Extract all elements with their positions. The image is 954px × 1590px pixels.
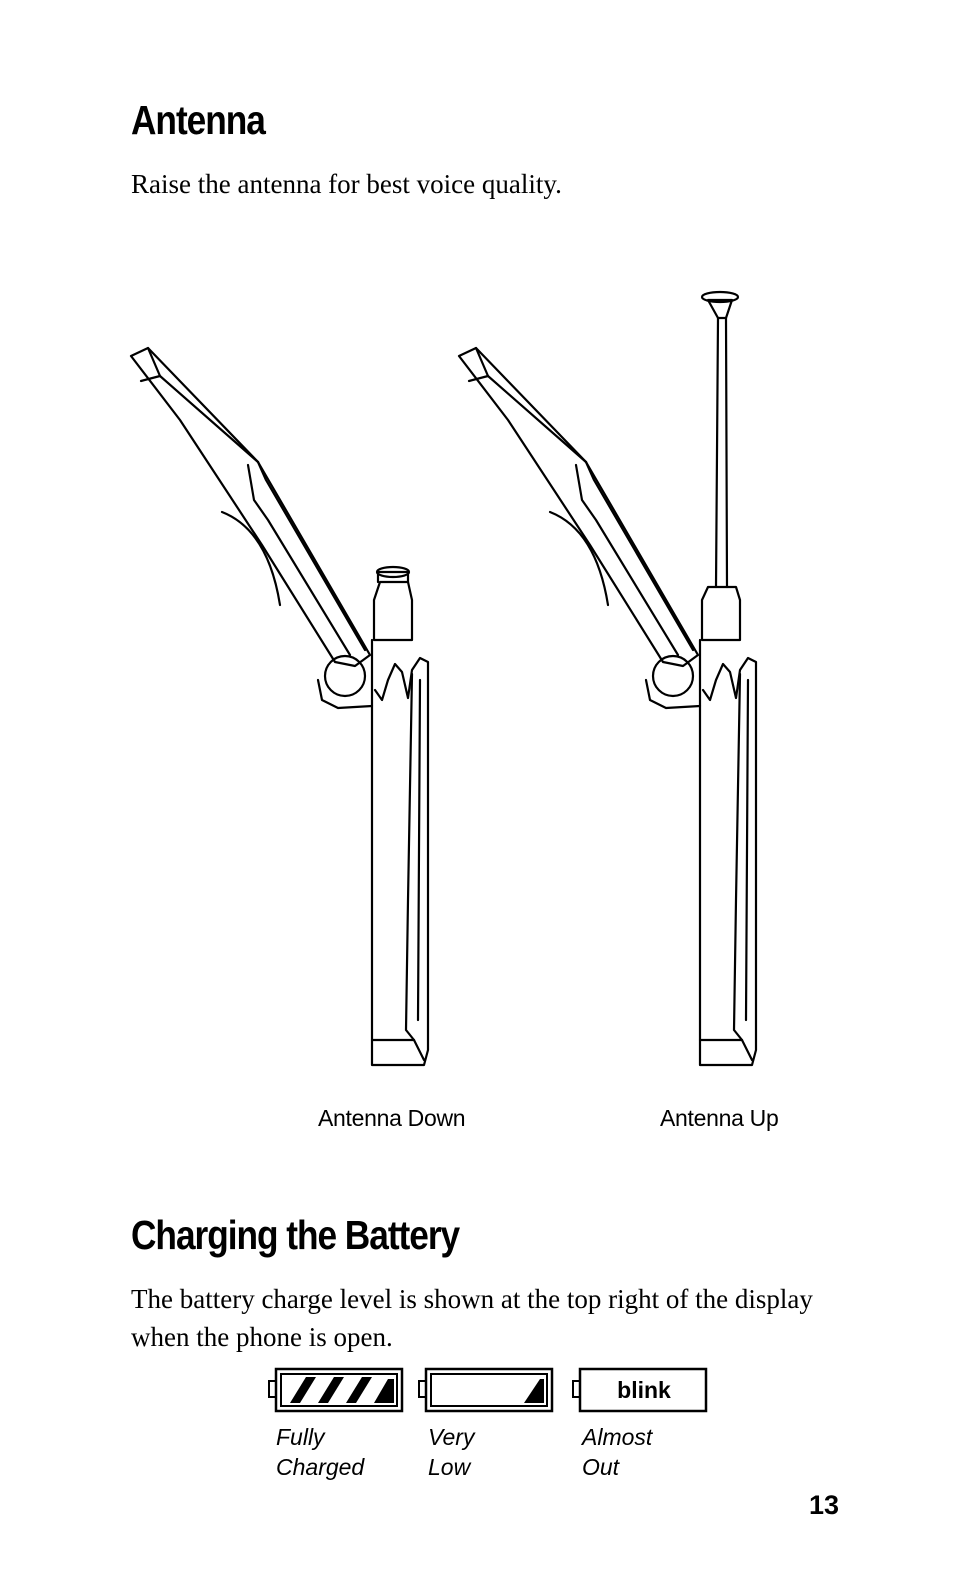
page-number: 13	[809, 1490, 840, 1520]
caption-antenna-down: Antenna Down	[318, 1105, 466, 1131]
battery-bars	[290, 1377, 394, 1403]
phone-antenna-down-illustration	[129, 346, 430, 1067]
battery-bar-low	[524, 1379, 544, 1403]
battery-blink-text: blink	[617, 1377, 671, 1403]
battery-label-almost-out: Almost Out	[582, 1424, 653, 1480]
battery-icon-full	[268, 1367, 404, 1413]
battery-heading: Charging the Battery	[131, 1212, 460, 1258]
battery-icon-very-low	[418, 1367, 554, 1413]
battery-label-full: Fully Charged	[276, 1424, 365, 1480]
phone-antenna-up-illustration	[457, 290, 758, 1067]
battery-label-very-low: Very Low	[428, 1424, 475, 1480]
battery-icon-almost-out: blink	[572, 1367, 708, 1413]
antenna-heading: Antenna	[131, 97, 266, 143]
antenna-description: Raise the antenna for best voice quality…	[131, 169, 562, 199]
battery-description: The battery charge level is shown at the…	[131, 1284, 813, 1352]
caption-antenna-up: Antenna Up	[660, 1105, 779, 1131]
